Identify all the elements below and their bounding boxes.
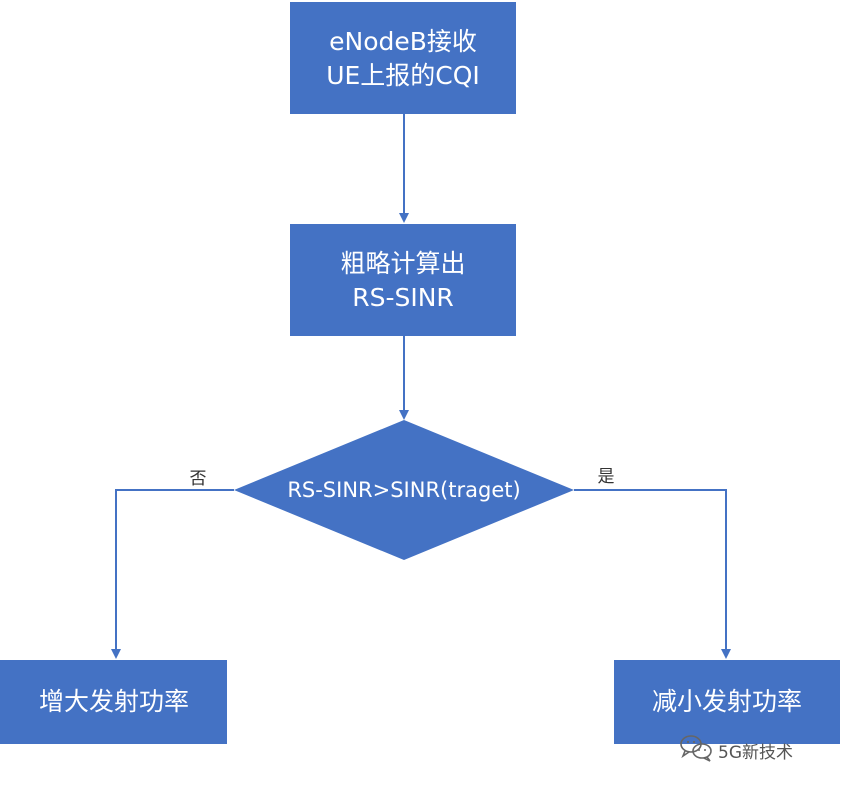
edge-label-yes: 是	[598, 467, 615, 487]
node-receive-cqi: eNodeB接收 UE上报的CQI	[290, 2, 516, 114]
node-decision: RS-SINR>SINR(traget)	[234, 420, 574, 560]
decision-diamond	[234, 420, 574, 560]
node-receive-cqi-line1: eNodeB接收	[329, 27, 477, 56]
node-decrease-power: 减小发射功率	[614, 660, 840, 744]
connector-yes-branch	[574, 489, 731, 659]
wechat-icon	[680, 735, 712, 762]
connectors	[111, 114, 731, 659]
connector-no-branch	[111, 489, 234, 659]
decision-label: RS-SINR>SINR(traget)	[287, 478, 520, 502]
node-increase-power-box	[0, 660, 227, 744]
node-receive-cqi-box	[290, 2, 516, 114]
watermark-text: 5G新技术	[718, 743, 793, 763]
node-estimate-sinr: 粗略计算出 RS-SINR	[290, 224, 516, 336]
node-increase-power: 增大发射功率	[0, 660, 227, 744]
edge-label-no: 否	[190, 469, 207, 489]
watermark: 5G新技术	[680, 735, 793, 763]
node-increase-power-label: 增大发射功率	[39, 687, 189, 716]
node-estimate-sinr-box	[290, 224, 516, 336]
node-receive-cqi-line2: UE上报的CQI	[326, 61, 480, 90]
node-estimate-sinr-line2: RS-SINR	[352, 283, 454, 312]
node-decrease-power-label: 减小发射功率	[652, 687, 802, 716]
node-decrease-power-box	[614, 660, 840, 744]
node-estimate-sinr-line1: 粗略计算出	[340, 249, 465, 278]
